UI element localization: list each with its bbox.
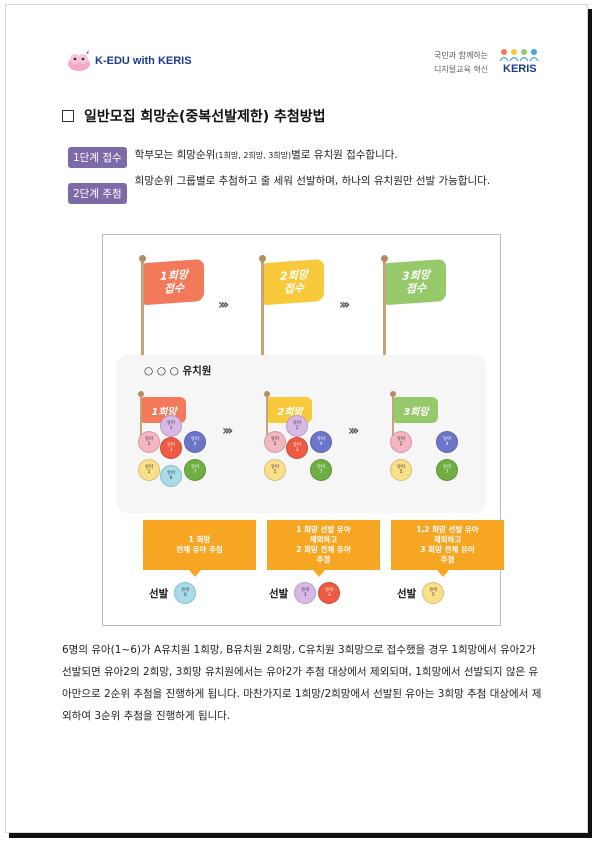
keris-people-icon — [499, 49, 539, 62]
checkbox-icon — [62, 110, 74, 122]
step-1: 1단계 접수 학부모는 희망순위(1희망, 2희망, 3희망)별로 유치원 접수… — [68, 147, 398, 168]
kedu-logo: K-EDU with KERIS — [66, 50, 192, 72]
section-title-text: 일반모집 희망순(중복선발제한) 추첨방법 — [84, 109, 326, 125]
flag-cloth: 3희망 — [394, 397, 438, 423]
small-flag: 3희망 — [390, 391, 446, 441]
section-title: 일반모집 희망순(중복선발제한) 추첨방법 — [62, 106, 326, 126]
kedu-logo-text: K-EDU with KERIS — [95, 55, 192, 67]
keris-tagline-2: 디지털교육 혁신 — [434, 65, 489, 74]
arrow-icon: ››› — [218, 297, 229, 313]
step-text: 희망순위 그룹별로 추첨하고 줄 세워 선발하며, 하나의 유치원만 선발 가능… — [134, 175, 491, 187]
select-label: 선발 — [269, 587, 289, 600]
header: K-EDU with KERIS 국민과 함께하는 디지털교육 혁신 KERIS — [6, 5, 587, 85]
document-page: K-EDU with KERIS 국민과 함께하는 디지털교육 혁신 KERIS… — [5, 4, 588, 833]
step-badge: 2단계 추첨 — [68, 183, 127, 204]
keris-tagline: 국민과 함께하는 — [434, 51, 489, 60]
select-label: 선발 — [397, 587, 417, 600]
explanation-paragraph: 6명의 유아(1~6)가 A유치원 1희망, B유치원 2희망, C유치원 3희… — [62, 644, 542, 722]
step-text: 학부모는 희망순위(1희망, 2희망, 3희망)별로 유치원 접수합니다. — [134, 149, 398, 161]
step-badge: 1단계 접수 — [68, 147, 127, 168]
keris-logo-text: KERIS — [503, 63, 537, 75]
arrow-icon: ››› — [348, 423, 359, 439]
keris-logo: 국민과 함께하는 디지털교육 혁신 KERIS — [434, 48, 544, 80]
select-label: 선발 — [149, 587, 169, 600]
arrow-icon: ››› — [222, 423, 233, 439]
mascot-icon — [68, 50, 90, 71]
kindergarten-label: ○ ○ ○ 유치원 — [144, 365, 212, 377]
rule-note: 1 희망 선발 유아 제외하고 2 희망 전체 유아 추첨 — [267, 520, 380, 577]
rule-note: 1,2 희망 선발 유아 제외하고 3 희망 전체 유아 추첨 — [391, 520, 504, 577]
rule-note: 1 희망 전체 유아 추첨 — [143, 520, 256, 577]
arrow-icon: ››› — [339, 297, 350, 313]
step-2: 2단계 추첨 희망순위 그룹별로 추첨하고 줄 세워 선발하며, 하나의 유치원… — [68, 173, 535, 204]
